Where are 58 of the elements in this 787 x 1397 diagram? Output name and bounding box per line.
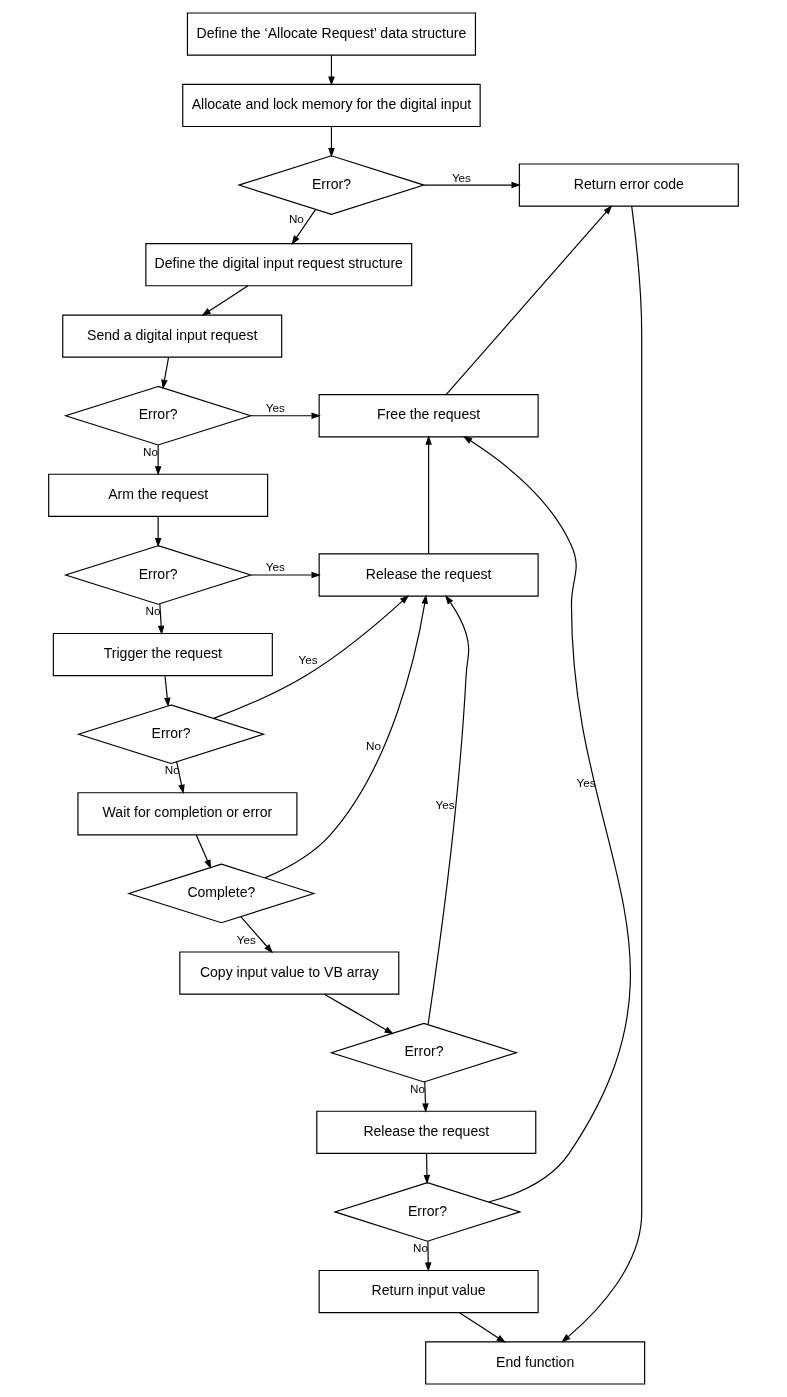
- arrow: [423, 1153, 431, 1185]
- arrow: [250, 412, 321, 420]
- node-box: Return error code: [518, 163, 739, 207]
- node-box: Release the request: [318, 553, 539, 597]
- edge-label: No: [143, 444, 159, 458]
- edge-label: No: [145, 603, 161, 617]
- arrow: [561, 205, 643, 1343]
- arrow: [161, 357, 170, 390]
- arrow: [424, 1240, 432, 1272]
- arrow: [423, 181, 521, 189]
- edge-label: No: [410, 1081, 426, 1095]
- node-diamond: Error?: [333, 1182, 522, 1242]
- arrow: [164, 675, 171, 708]
- node-box: Define the ‘Allocate Request’ data structure: [186, 12, 477, 56]
- node-diamond: Error?: [63, 545, 253, 605]
- arrow: [213, 594, 410, 719]
- arrow: [458, 1312, 506, 1343]
- arrow: [154, 444, 162, 476]
- node-diamond: Error?: [329, 1022, 519, 1083]
- arrow: [240, 916, 273, 954]
- node-diamond: Error?: [76, 704, 266, 765]
- arrow: [195, 834, 212, 870]
- arrow: [264, 594, 428, 879]
- node-diamond: Error?: [237, 155, 426, 215]
- edge-label: Yes: [451, 170, 471, 184]
- edge-label: No: [366, 738, 381, 752]
- arrow: [422, 1081, 429, 1113]
- arrow: [201, 285, 249, 316]
- node-box: Wait for completion or error: [77, 792, 298, 836]
- node-box: Arm the request: [48, 473, 269, 517]
- node-diamond: Complete?: [126, 863, 316, 924]
- node-box: Release the request: [316, 1110, 537, 1154]
- arrow: [328, 54, 335, 86]
- edge-label: Yes: [236, 932, 256, 946]
- arrow: [250, 571, 321, 579]
- node-box: Free the request: [318, 394, 539, 438]
- edge-label: Yes: [576, 775, 596, 789]
- edge-label: Yes: [298, 653, 318, 667]
- node-box: Copy input value to VB array: [179, 951, 400, 995]
- node-box: Return input value: [318, 1269, 539, 1314]
- arrow: [427, 595, 470, 1025]
- edge-label: Yes: [265, 401, 285, 415]
- node-diamond: Error?: [63, 385, 253, 446]
- node-box: Send a digital input request: [62, 314, 283, 358]
- arrow: [425, 435, 432, 555]
- edge-label: Yes: [435, 797, 455, 811]
- node-box: Trigger the request: [52, 632, 273, 677]
- edge-label: Yes: [265, 560, 285, 574]
- node-box: End function: [425, 1341, 646, 1385]
- arrow: [328, 126, 335, 158]
- node-box: Allocate and lock memory for the digital input: [182, 83, 481, 128]
- arrow: [462, 435, 631, 1203]
- node-box: Define the digital input request structure: [145, 243, 413, 287]
- arrow: [154, 516, 162, 548]
- arrow: [291, 208, 317, 245]
- arrow: [157, 603, 165, 636]
- arrow: [323, 993, 394, 1035]
- arrow: [445, 205, 613, 395]
